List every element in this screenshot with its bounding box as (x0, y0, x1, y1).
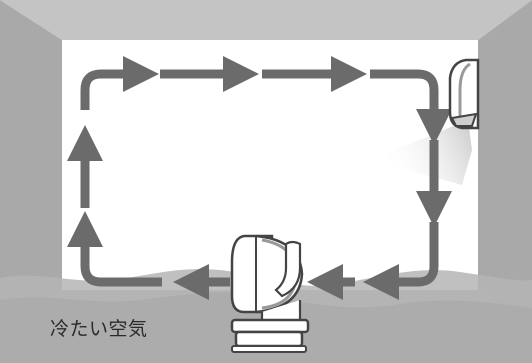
airflow-arrow (67, 211, 162, 287)
airflow-arrows (67, 56, 452, 300)
wall-mounted-air-conditioner-icon (448, 58, 480, 130)
circulator-base (230, 318, 310, 334)
left-wall (0, 0, 62, 330)
air-conditioner-louver (450, 112, 478, 127)
airflow-arrow (363, 222, 439, 300)
airflow-arrow (370, 69, 452, 145)
circulator-fan-icon (230, 234, 310, 353)
circulator-base-bottom (234, 330, 304, 348)
airflow-arrow (80, 56, 159, 110)
right-wall (478, 0, 532, 330)
ceiling (0, 0, 532, 40)
cold-air-label: 冷たい空気 (50, 318, 148, 340)
air-conditioner-body (448, 58, 480, 130)
circulator-foot (231, 345, 307, 353)
circulator-stand-arm (274, 240, 302, 298)
